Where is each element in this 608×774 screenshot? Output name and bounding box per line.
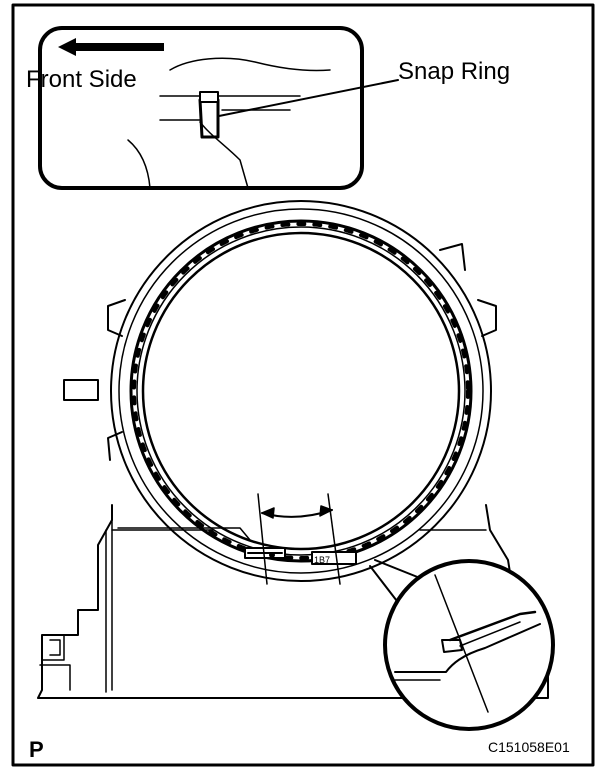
angle-range-indicator [257, 493, 341, 585]
svg-text:1B7: 1B7 [314, 555, 330, 565]
snap-ring-label: Snap Ring [398, 58, 511, 85]
magnified-detail [369, 559, 555, 731]
inset-detail-box [38, 26, 364, 190]
front-side-label: Front Side [26, 66, 137, 93]
snap-ring-detail [198, 91, 220, 139]
snap-ring-leader [218, 79, 399, 117]
snap-ring-main [129, 219, 473, 563]
outer-border [11, 3, 595, 767]
view-letter-label: P [29, 737, 44, 762]
front-arrow-icon [58, 38, 164, 56]
ring-housing [107, 200, 497, 582]
inset-contours [127, 57, 331, 189]
figure-code-label: C151058E01 [488, 739, 570, 755]
